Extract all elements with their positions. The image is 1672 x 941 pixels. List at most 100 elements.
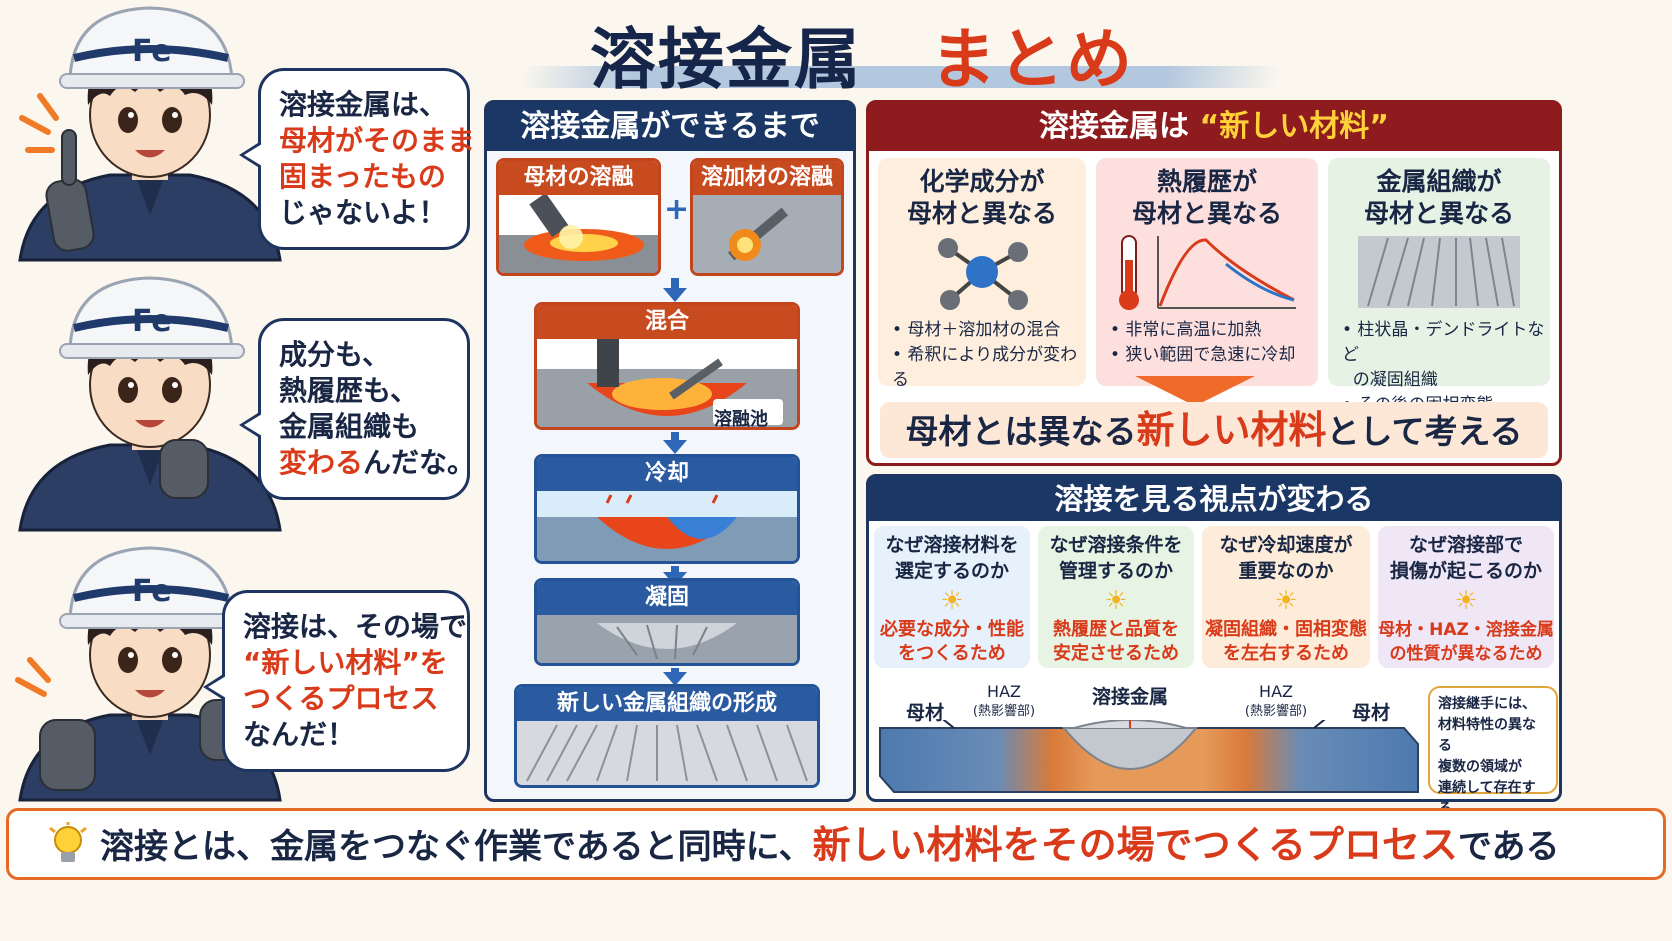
base-melting-image: [499, 192, 658, 273]
zone-label-haz-left: HAZ (熱影響部): [964, 682, 1044, 722]
diff-card-title: 母材と異なる: [906, 199, 1057, 228]
haz-title: HAZ: [1259, 682, 1293, 701]
helmet-text-1: Fe: [132, 34, 172, 69]
zone-label-weld-metal: 溶接金属: [1092, 686, 1169, 708]
zone-label-haz-right: HAZ (熱影響部): [1236, 682, 1316, 722]
step-solidification: 凝固: [534, 578, 800, 666]
cooling-image: [537, 491, 797, 561]
summary-post: である: [1457, 827, 1560, 867]
lightbulb-icon: [49, 822, 87, 862]
conclusion-text: として考える: [1326, 412, 1523, 451]
bubble-line: 変わるんだな。: [279, 445, 475, 481]
microstructure-icon: [1358, 236, 1520, 308]
step-base-melting: 母材の溶融: [496, 158, 661, 276]
why-answer: を左右するため: [1223, 643, 1349, 664]
diff-bullet: • 非常に高温に加熱: [1110, 320, 1262, 340]
helmet-text-2: Fe: [132, 304, 172, 339]
note-line: 複数の領域が: [1438, 759, 1522, 775]
bubble-text: んだな。: [363, 446, 476, 479]
plus-sign: +: [664, 192, 690, 227]
joint-note-box: 溶接継手には、 材料特性の異なる 複数の領域が 連続して存在する: [1428, 686, 1558, 817]
bubble-line: 母材がそのまま: [279, 124, 476, 157]
molecule-icon: [938, 238, 1028, 310]
why-answer: 必要な成分・性能: [880, 619, 1024, 640]
why-question: なぜ溶接条件を: [1049, 534, 1183, 556]
note-line: 溶接継手には、: [1438, 696, 1536, 712]
title-text: 溶接金属は: [1039, 109, 1190, 144]
diff-card-title: 母材と異なる: [1131, 199, 1282, 228]
flow-arrow-stem: [671, 278, 679, 290]
step-label: 混合: [537, 305, 797, 339]
mixing-image: [537, 339, 797, 427]
conclusion-text: 母材とは異なる: [905, 412, 1137, 451]
page-title-main: 溶接金属: [590, 21, 862, 98]
speech-bubble-1: 溶接金属は、 母材がそのまま 固まったもの じゃないよ！: [239, 68, 476, 250]
why-answer: 凝固組織・固相変態: [1205, 619, 1367, 640]
lightbulb-icon: ☀: [1454, 586, 1478, 616]
diff-bullet: • 母材＋溶加材の混合: [892, 320, 1061, 340]
bubble-line: “新しい材料”を: [243, 646, 448, 679]
step-label: 新しい金属組織の形成: [517, 687, 817, 721]
flow-arrow: [663, 440, 687, 454]
diff-card-title: 母材と異なる: [1363, 199, 1514, 228]
flow-arrow: [663, 288, 687, 302]
why-answer: の性質が異なるため: [1389, 644, 1543, 664]
bubble-line: 金属組織も: [279, 410, 420, 443]
bubble-line: 成分も、: [279, 338, 391, 371]
thermal-curve-icon: [1119, 235, 1296, 310]
why-card-conditions: なぜ溶接条件を 管理するのか ☀ 熱履歴と品質を 安定させるため: [1038, 526, 1194, 668]
step-filler-melting: 溶加材の溶融: [690, 158, 844, 276]
haz-subtitle: (熱影響部): [972, 704, 1036, 719]
flow-arrow-stem: [671, 566, 679, 574]
bubble-line: なんだ！: [243, 718, 356, 751]
helmet-text-3: Fe: [132, 574, 172, 609]
note-line: 材料特性の異なる: [1438, 717, 1536, 754]
filler-melting-image: [693, 195, 841, 273]
zone-label-base-right: 母材: [1352, 702, 1391, 724]
diff-card-title: 金属組織が: [1376, 167, 1502, 196]
conclusion-arrow: [1135, 376, 1255, 406]
title-highlight: “新しい材料”: [1199, 109, 1389, 144]
diff-card-composition: 化学成分が 母材と異なる • 母材＋溶加材の混合 • 希釈により成分が変わる: [878, 158, 1086, 390]
conclusion-highlight: 新しい材料: [1136, 408, 1327, 452]
why-answer: 安定させるため: [1053, 643, 1179, 664]
why-question: なぜ冷却速度が: [1219, 534, 1353, 556]
step-mixing: 混合: [534, 302, 800, 430]
step-label: 母材の溶融: [499, 161, 658, 195]
step-label: 溶加材の溶融: [693, 161, 841, 195]
why-card-cooling-rate: なぜ冷却速度が 重要なのか ☀ 凝固組織・固相変態 を左右するため: [1202, 526, 1370, 668]
summary-text: 溶接とは、金属をつなぐ作業であると同時に、新しい材料をその場でつくるプロセスであ…: [100, 810, 1560, 880]
diff-bullet: • 狭い範囲で急速に冷却: [1110, 345, 1296, 365]
why-answer: をつくるため: [898, 643, 1006, 664]
speech-bubble-2: 成分も、 熱履歴も、 金属組織も 変わるんだな。: [239, 318, 475, 500]
why-question: 管理するのか: [1058, 560, 1173, 582]
haz-subtitle: (熱影響部): [1244, 704, 1308, 719]
why-question: 選定するのか: [894, 560, 1009, 582]
speech-bubble-3: 溶接は、その場で “新しい材料”を つくるプロセス なんだ！: [203, 590, 470, 772]
diff-card-thermal-history: 熱履歴が 母材と異なる • 非常に高温に加熱 • 狭い範囲で急速に冷却: [1096, 158, 1318, 386]
lightbulb-icon: ☀: [1104, 586, 1128, 616]
diff-bullet: • 希釈により成分が変わる: [892, 345, 1078, 390]
weld-pool-label: 溶融池: [714, 409, 768, 430]
why-question: なぜ溶接材料を: [885, 534, 1019, 556]
lightbulb-icon: ☀: [940, 586, 964, 616]
why-answer: 母材・HAZ・溶接金属: [1378, 620, 1554, 640]
bubble-line: 熱履歴も、: [279, 374, 419, 407]
why-card-damage: なぜ溶接部で 損傷が起こるのか ☀ 母材・HAZ・溶接金属 の性質が異なるため: [1378, 526, 1554, 668]
step-cooling: 冷却: [534, 454, 800, 564]
step-new-structure: 新しい金属組織の形成: [514, 684, 820, 788]
summary-pre: 溶接とは、金属をつなぐ作業であると同時に、: [100, 827, 813, 867]
flow-arrow-stem: [671, 432, 679, 442]
zone-label-base-left: 母材: [906, 702, 945, 724]
diff-card-microstructure: 金属組織が 母材と異なる • 柱状晶・デンドライトなど の凝固組織 • その後の…: [1328, 158, 1550, 415]
step-label: 凝固: [537, 581, 797, 615]
bubble-line: 溶接金属は、: [279, 88, 448, 121]
diff-card-title: 化学成分が: [919, 167, 1045, 196]
summary-highlight: 新しい材料をその場でつくるプロセス: [812, 823, 1458, 867]
diff-bullet: • 柱状晶・デンドライトなど: [1342, 320, 1545, 365]
why-card-materials: なぜ溶接材料を 選定するのか ☀ 必要な成分・性能 をつくるため: [874, 526, 1030, 668]
diff-card-title: 熱履歴が: [1156, 167, 1257, 196]
structure-image: [517, 721, 817, 785]
summary-bar: [6, 808, 1666, 880]
new-material-panel-title: 溶接金属は “新しい材料”: [869, 103, 1559, 151]
